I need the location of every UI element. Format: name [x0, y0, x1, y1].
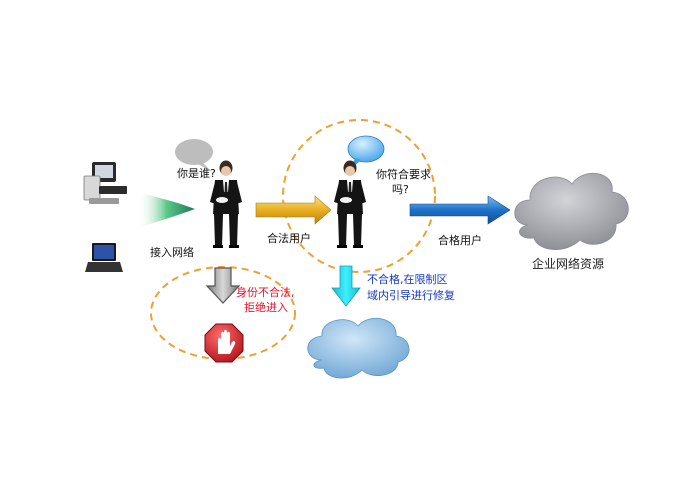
reject-arrow: [205, 267, 241, 304]
noncompliant-line2: 域内引导进行修复: [367, 289, 455, 302]
access-network-label: 接入网络: [150, 246, 194, 259]
compliance-check-circle: [282, 119, 436, 273]
cloud-icon: [514, 172, 629, 250]
laptop-icon: [85, 243, 123, 272]
qualified-user-label: 合格用户: [438, 234, 482, 247]
legit-user-label: 合法用户: [267, 232, 311, 245]
remediation-arrow: [331, 265, 361, 307]
noncompliant-line1: 不合格,在限制区: [367, 273, 448, 286]
legit-user-arrow: [255, 195, 332, 225]
stop-hand-icon: [204, 323, 244, 363]
desktop-computer-icon: [83, 162, 127, 204]
qualified-user-arrow: [409, 195, 511, 225]
enterprise-resources-label: 企业网络资源: [532, 257, 605, 271]
compliant-question-line1: 你符合要求: [376, 168, 431, 181]
who-are-you-label: 你是谁?: [177, 167, 216, 180]
compliant-question-line2: 吗?: [392, 183, 409, 196]
speech-bubble-icon: [175, 139, 213, 172]
identity-check-circle: [150, 266, 296, 360]
access-network-arrow: [138, 192, 195, 228]
guard-person-icon: [334, 160, 366, 248]
illegal-identity-line2: 拒绝进入: [244, 301, 288, 314]
cloud-icon: [307, 317, 410, 379]
illegal-identity-line1: 身份不合法,: [236, 286, 295, 299]
